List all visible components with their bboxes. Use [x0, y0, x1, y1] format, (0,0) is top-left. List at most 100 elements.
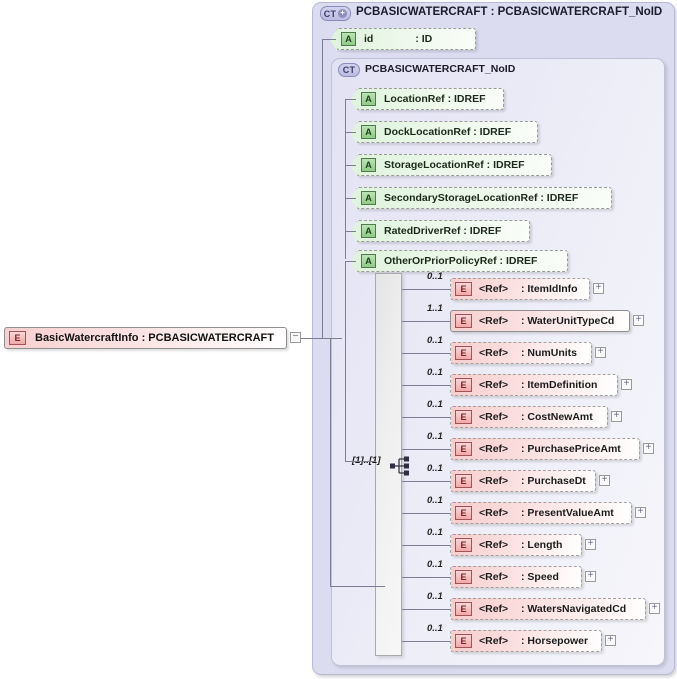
connector-to-sequence [345, 461, 375, 462]
attribute-icon: A [361, 92, 376, 106]
root-element-label: BasicWatercraftInfo : PCBASICWATERCRAFT [35, 332, 274, 344]
element-row[interactable]: E<Ref>: NumUnits [450, 342, 592, 364]
element-icon: E [455, 282, 472, 296]
element-type-label: : CostNewAmt [521, 411, 593, 423]
connector-sequence-branch [402, 417, 450, 418]
element-cardinality: 0..1 [427, 399, 443, 410]
connector-attribute-branch [345, 132, 356, 133]
sequence-compositor-icon[interactable] [390, 456, 412, 476]
element-row[interactable]: E<Ref>: WatersNavigatedCd [450, 598, 646, 620]
element-expand-toggle[interactable]: + [643, 443, 654, 454]
element-ref-label: <Ref> [479, 475, 509, 487]
element-expand-toggle[interactable]: + [633, 315, 644, 326]
element-type-label: : WatersNavigatedCd [521, 603, 627, 615]
element-expand-toggle[interactable]: + [649, 603, 660, 614]
connector-inner-ct-stub [330, 586, 385, 587]
element-ref-label: <Ref> [479, 347, 509, 359]
element-type-label: : PurchasePriceAmt [521, 443, 621, 455]
connector-sequence-branch [402, 353, 450, 354]
element-icon: E [455, 570, 472, 584]
element-expand-toggle[interactable]: + [635, 507, 646, 518]
element-row[interactable]: E<Ref>: WaterUnitTypeCd [450, 310, 630, 332]
element-ref-label: <Ref> [479, 283, 509, 295]
connector-trunk-outer [322, 39, 323, 338]
attribute-icon: A [361, 254, 376, 268]
complex-type-expand-badge[interactable]: CT+ [320, 6, 351, 21]
complex-type-outer-title: PCBASICWATERCRAFT : PCBASICWATERCRAFT_No… [356, 6, 663, 18]
root-element-basicwatercraftinfo[interactable]: E BasicWatercraftInfo : PCBASICWATERCRAF… [4, 327, 287, 349]
element-type-label: : WaterUnitTypeCd [521, 315, 615, 327]
attribute-label: LocationRef : IDREF [384, 93, 486, 105]
element-ref-label: <Ref> [479, 315, 509, 327]
element-expand-toggle[interactable]: + [611, 411, 622, 422]
connector-attribute-trunk-lower [345, 261, 346, 461]
element-row[interactable]: E <Ref> : ItemIdInfo [450, 278, 590, 300]
connector-sequence-branch [402, 321, 450, 322]
element-icon: E [9, 331, 26, 345]
element-ref-label: <Ref> [479, 379, 509, 391]
attribute-id[interactable]: A id : ID [330, 28, 476, 51]
connector-attribute-branch [345, 165, 356, 166]
element-row[interactable]: E<Ref>: Horsepower [450, 630, 602, 652]
sequence-cardinality: [1]..[1] [352, 455, 381, 466]
connector-sequence-branch [402, 545, 450, 546]
element-expand-toggle[interactable]: + [621, 379, 632, 390]
element-expand-toggle[interactable]: + [585, 571, 596, 582]
element-type-label: : PresentValueAmt [521, 507, 614, 519]
element-row[interactable]: E<Ref>: PresentValueAmt [450, 502, 632, 524]
element-expand-toggle[interactable]: + [599, 475, 610, 486]
attribute-icon: A [361, 125, 376, 139]
element-icon: E [455, 442, 472, 456]
connector-sequence-branch [402, 577, 450, 578]
element-row[interactable]: E <Ref> : ItemDefinition [450, 374, 618, 396]
element-row[interactable]: E<Ref>: PurchaseDt [450, 470, 596, 492]
element-ref-label: <Ref> [479, 507, 509, 519]
element-expand-toggle[interactable]: + [605, 635, 616, 646]
badge-ct-inner-label: CT [342, 65, 356, 75]
element-type-label: : ItemIdInfo [521, 283, 578, 295]
connector-sequence-branch [402, 449, 450, 450]
attribute-row[interactable]: A StorageLocationRef : IDREF [350, 154, 552, 177]
element-row[interactable]: E<Ref>: Length [450, 534, 582, 556]
element-type-label: : PurchaseDt [521, 475, 586, 487]
element-row[interactable]: E<Ref>: Speed [450, 566, 582, 588]
element-expand-toggle[interactable]: + [595, 347, 606, 358]
element-cardinality: 0..1 [427, 463, 443, 474]
attribute-label: DockLocationRef : IDREF [384, 126, 512, 138]
plus-icon: + [338, 9, 348, 18]
element-type-label: : ItemDefinition [521, 379, 598, 391]
element-cardinality: 0..1 [427, 335, 443, 346]
root-element-collapse-toggle[interactable]: − [290, 332, 301, 343]
element-type-label: : Horsepower [521, 635, 589, 647]
element-cardinality: 0..1 [427, 527, 443, 538]
attribute-icon: A [341, 32, 356, 46]
attribute-row[interactable]: A DockLocationRef : IDREF [350, 121, 538, 144]
complex-type-inner-title: PCBASICWATERCRAFT_NoID [365, 63, 516, 75]
element-expand-toggle[interactable]: + [585, 539, 596, 550]
connector-trunk-inner [330, 338, 331, 587]
connector-attribute-branch [345, 198, 356, 199]
element-row[interactable]: E<Ref>: PurchasePriceAmt [450, 438, 640, 460]
attribute-row[interactable]: A LocationRef : IDREF [350, 88, 504, 111]
complex-type-inner-badge[interactable]: CT [338, 63, 360, 77]
badge-ct-label: CT [323, 8, 337, 19]
element-cardinality: 0..1 [427, 367, 443, 378]
element-expand-toggle[interactable]: + [593, 283, 604, 294]
element-cardinality: 0..1 [427, 495, 443, 506]
attribute-id-name: id [364, 33, 374, 45]
connector-sequence-branch [402, 481, 450, 482]
connector-sequence-branch [402, 385, 450, 386]
attribute-icon: A [361, 158, 376, 172]
connector-attribute-trunk [345, 99, 346, 259]
connector-attribute-branch [345, 261, 356, 262]
connector-attribute-branch [345, 231, 356, 232]
element-icon: E [455, 538, 472, 552]
element-icon: E [455, 378, 472, 392]
element-row[interactable]: E<Ref>: CostNewAmt [450, 406, 608, 428]
attribute-label: StorageLocationRef : IDREF [384, 159, 525, 171]
element-ref-label: <Ref> [479, 539, 509, 551]
element-type-label: : Speed [521, 571, 559, 583]
